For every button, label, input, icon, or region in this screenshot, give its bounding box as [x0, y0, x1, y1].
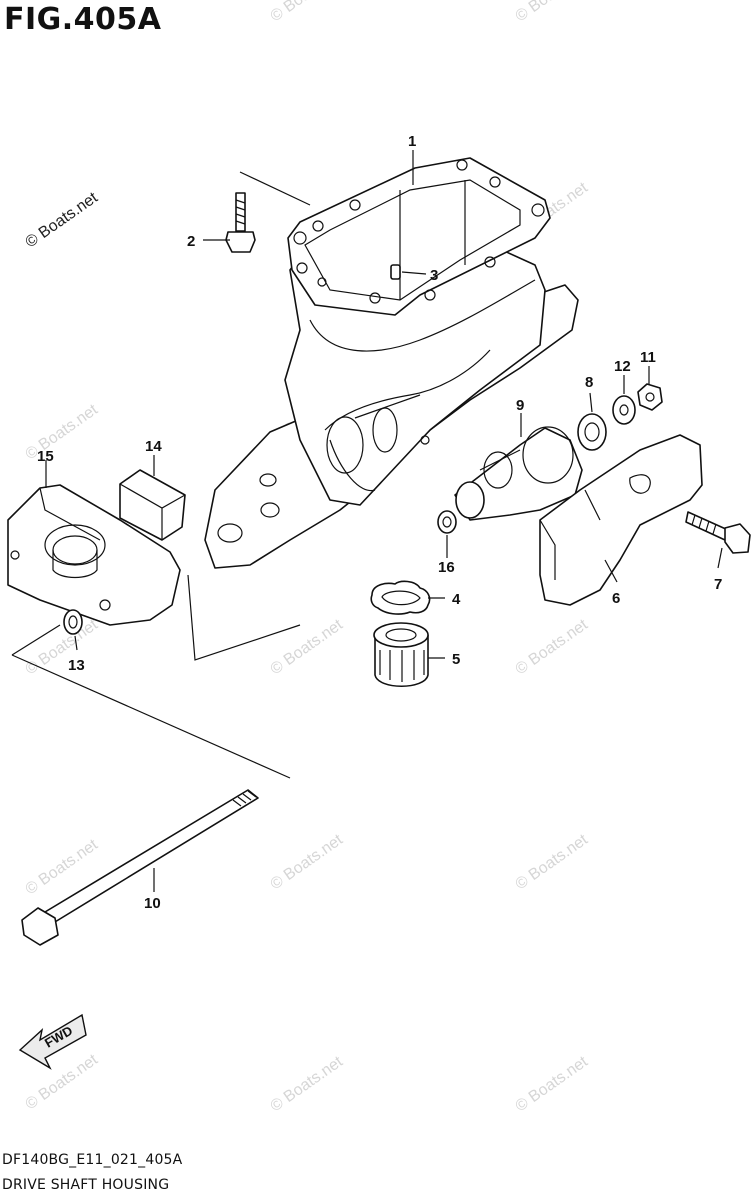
bolt-part-2 — [225, 192, 256, 253]
callout-2: 2 — [187, 233, 195, 250]
callout-7: 7 — [714, 576, 722, 593]
cover-part-6 — [539, 434, 703, 606]
callout-12: 12 — [614, 358, 631, 375]
watermark-9: © Boats.net — [513, 616, 592, 678]
callout-15: 15 — [37, 448, 54, 465]
watermark-5: © Boats.net — [23, 401, 102, 463]
seal-part-4 — [370, 580, 431, 615]
callout-6: 6 — [612, 590, 620, 607]
mount-rubber-part-9 — [454, 426, 583, 521]
figure-code: DF140BG_E11_021_405A — [2, 1152, 183, 1168]
watermark-2: © Boats.net — [513, 0, 592, 25]
washer-part-8 — [577, 413, 607, 451]
watermark-14: © Boats.net — [268, 1053, 347, 1115]
watermark-13: © Boats.net — [23, 1051, 102, 1113]
watermark-11: © Boats.net — [268, 831, 347, 893]
watermark-15: © Boats.net — [513, 1053, 592, 1115]
callouts: 1 2 3 4 5 6 7 8 9 10 11 12 13 14 15 16 — [37, 133, 722, 912]
bushing-part-5 — [373, 622, 429, 687]
stud-bolt-part-10 — [21, 789, 259, 946]
leader-lines — [45, 150, 723, 892]
fwd-arrow: FWD — [18, 1013, 87, 1070]
figure-name: DRIVE SHAFT HOUSING — [2, 1177, 170, 1193]
watermark-7: © Boats.net — [23, 616, 102, 678]
callout-8: 8 — [585, 374, 593, 391]
callout-3: 3 — [430, 267, 438, 284]
mount-bracket-part-15 — [7, 484, 181, 626]
drive-shaft-housing — [204, 157, 579, 569]
guide-lines — [11, 171, 311, 779]
washer-part-16 — [437, 510, 457, 534]
callout-13: 13 — [68, 657, 85, 674]
washer-part-12 — [612, 395, 636, 425]
callout-1: 1 — [408, 133, 416, 150]
watermark-8: © Boats.net — [268, 616, 347, 678]
rubber-block-part-14 — [119, 469, 186, 541]
watermark-1: © Boats.net — [268, 0, 347, 25]
callout-9: 9 — [516, 397, 524, 414]
watermark-12: © Boats.net — [513, 831, 592, 893]
bolt-part-7 — [685, 511, 751, 554]
callout-5: 5 — [452, 651, 460, 668]
callout-14: 14 — [145, 438, 162, 455]
watermark-3: © Boats.net — [23, 189, 102, 251]
nut-part-11 — [637, 383, 663, 411]
callout-10: 10 — [144, 895, 161, 912]
figure-title: FIG.405A — [4, 2, 162, 37]
callout-11: 11 — [640, 349, 656, 366]
washer-part-13 — [63, 609, 83, 635]
dowel-pin-part-3 — [390, 264, 401, 280]
callout-16: 16 — [438, 559, 455, 576]
callout-4: 4 — [452, 591, 461, 608]
